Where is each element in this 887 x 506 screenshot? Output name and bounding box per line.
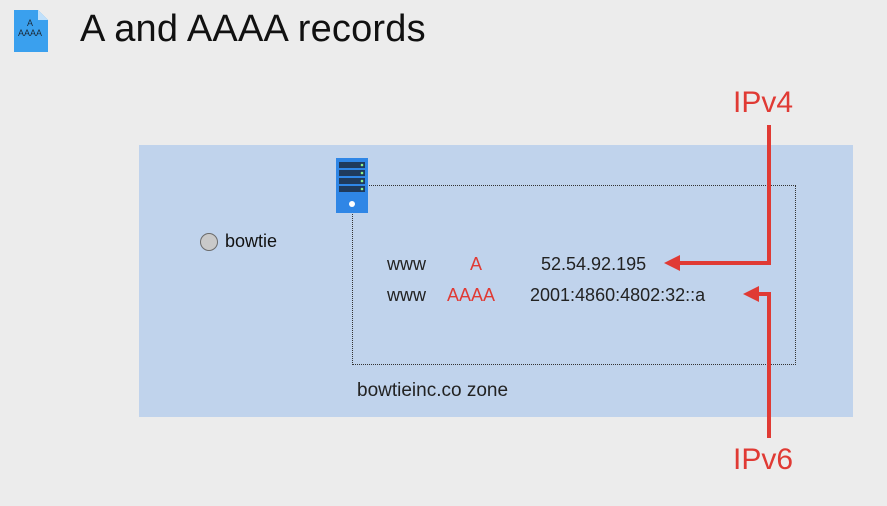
record-file-icon-text: A AAAA — [17, 18, 42, 38]
record-a-name: www — [387, 254, 426, 274]
record-aaaa-value: 2001:4860:4802:32::a — [530, 285, 706, 305]
record-file-icon: A AAAA — [12, 8, 52, 54]
record-a-value: 52.54.92.195 — [541, 254, 647, 274]
zone-boundary — [352, 185, 796, 365]
zone-label: bowtieinc.co zone — [357, 380, 509, 401]
host-label: bowtie — [225, 231, 278, 251]
page-title: A and AAAA records — [80, 8, 426, 50]
host-node-icon — [200, 233, 218, 251]
record-aaaa-type: AAAA — [447, 285, 496, 305]
server-icon — [336, 158, 368, 213]
record-a-type: A — [470, 254, 483, 274]
ipv4-callout: IPv4 — [733, 86, 794, 119]
ipv6-callout: IPv6 — [733, 443, 794, 476]
record-aaaa-name: www — [387, 285, 426, 305]
